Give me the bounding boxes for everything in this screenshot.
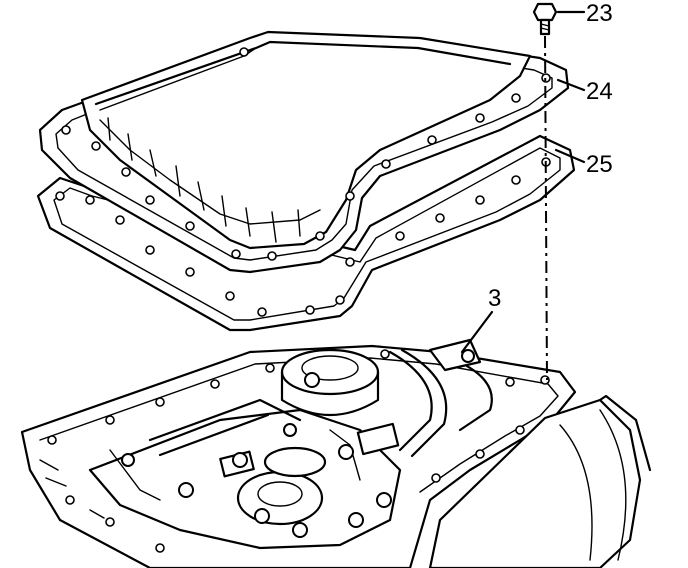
callout-24: 24 [586, 78, 613, 105]
transmission-case [20, 338, 652, 568]
leader-lines [460, 10, 586, 354]
oil-pan [38, 30, 570, 274]
callout-25: 25 [586, 151, 613, 178]
bolt-alignment-line [544, 35, 548, 381]
pan-bolt [532, 2, 558, 36]
callout-23: 23 [586, 0, 613, 27]
pan-bolt-holes [61, 47, 551, 261]
callout-3: 3 [488, 285, 501, 312]
